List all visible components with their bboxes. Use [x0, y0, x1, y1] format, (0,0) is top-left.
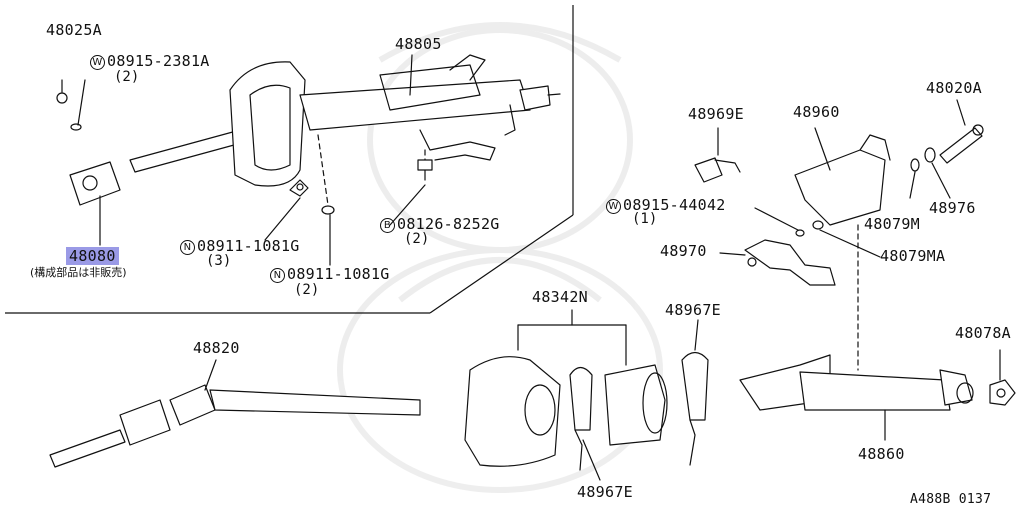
callout-48079M: 48079M [864, 215, 920, 233]
watermark [337, 22, 663, 493]
callout-48805: 48805 [395, 35, 442, 53]
fastener-part-number: 08911-1081G [287, 265, 390, 283]
column-48860 [739, 354, 974, 441]
fastener-b1-qty: (2) [404, 231, 430, 247]
nut-symbol-icon: N [270, 268, 285, 283]
steering-column-48805 [129, 54, 561, 197]
callout-48960: 48960 [793, 103, 840, 121]
callout-48970: 48970 [660, 242, 707, 260]
washers [754, 147, 951, 258]
callout-48342N: 48342N [532, 288, 588, 306]
highlight-marker: 48080 [66, 247, 119, 265]
boot-48342N [464, 309, 668, 467]
callout-48078A: 48078A [955, 324, 1011, 342]
fastener-w2-qty: (1) [632, 211, 658, 227]
clip-48969E [694, 127, 741, 183]
clamps-48967E [569, 319, 709, 481]
note-not-sold-separately: (構成部品は非販売) [30, 266, 127, 279]
shaft-48820 [49, 359, 421, 468]
callout-48969E: 48969E [688, 105, 744, 123]
washer-symbol-icon: W [606, 199, 621, 214]
callout-48976: 48976 [929, 199, 976, 217]
bolt-48020A [939, 99, 984, 164]
fastener-part-number: 08911-1081G [197, 237, 300, 255]
diagram-code: A488B 0137 [910, 492, 992, 507]
bolts-upper [321, 159, 433, 215]
callout-48860: 48860 [858, 445, 905, 463]
bracket-48960 [794, 127, 891, 226]
callout-48079MA: 48079MA [880, 247, 946, 265]
fastener-n1-qty: (3) [206, 253, 232, 269]
callout-48820: 48820 [193, 339, 240, 357]
washer-symbol-icon: W [90, 55, 105, 70]
callout-48080: 48080 [66, 247, 119, 265]
bolt-symbol-icon: B [380, 218, 395, 233]
callout-48967E-top: 48967E [665, 301, 721, 319]
fastener-w1-qty: (2) [114, 69, 140, 85]
fastener-part-number: 08126-8252G [397, 215, 500, 233]
leaders-upper [77, 54, 426, 266]
fastener-n2-qty: (2) [294, 282, 320, 298]
callout-48020A: 48020A [926, 79, 982, 97]
fastener-part-number: 08915-2381A [107, 52, 210, 70]
joint-48080 [56, 79, 121, 246]
nut-48078A [989, 349, 1016, 406]
callout-48967E-bottom: 48967E [577, 483, 633, 501]
bracket-48970 [719, 239, 836, 286]
inset-frame [5, 5, 574, 314]
nut-symbol-icon: N [180, 240, 195, 255]
callout-48025A: 48025A [46, 21, 102, 39]
fastener-part-number: 08915-44042 [623, 196, 726, 214]
